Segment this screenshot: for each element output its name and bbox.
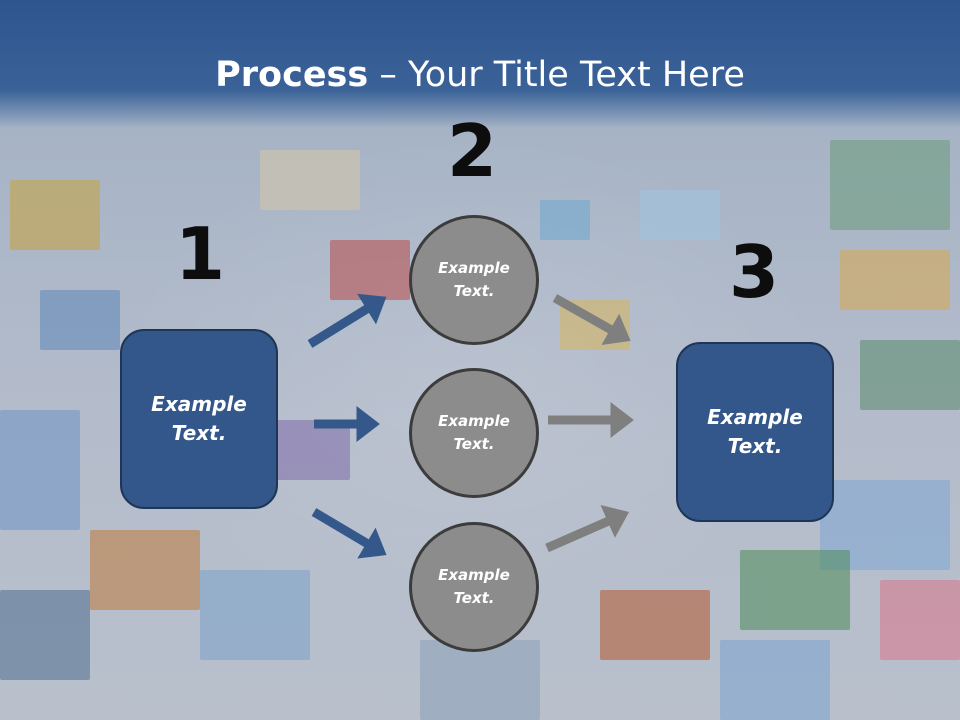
circle-bottom-line2: Text. [453,589,495,607]
step-1-line2: Text. [171,421,227,445]
title-bar [0,0,960,128]
slide-title: Process – Your Title Text Here [0,50,960,100]
step-number-2: 2 [446,109,498,193]
circle-bottom-line1: Example [438,566,510,584]
step-1-line1: Example [151,392,247,416]
circle-top-line2: Text. [453,282,495,300]
step-3-line2: Text. [727,434,783,458]
circle-top-line1: Example [438,259,510,277]
title-rest: – Your Title Text Here [368,55,745,95]
step-number-1: 1 [174,212,226,296]
circle-middle-line2: Text. [453,435,495,453]
step-3-line1: Example [707,405,803,429]
circle-middle-line1: Example [438,412,510,430]
arrow-top-to-3 [552,294,631,345]
step-number-3: 3 [728,230,780,314]
title-bold: Process [215,55,369,95]
background-image-collage [0,120,960,720]
arrow-1-to-top [307,293,387,348]
arrow-1-to-bottom [311,508,387,559]
arrow-bottom-to-3 [545,504,630,553]
